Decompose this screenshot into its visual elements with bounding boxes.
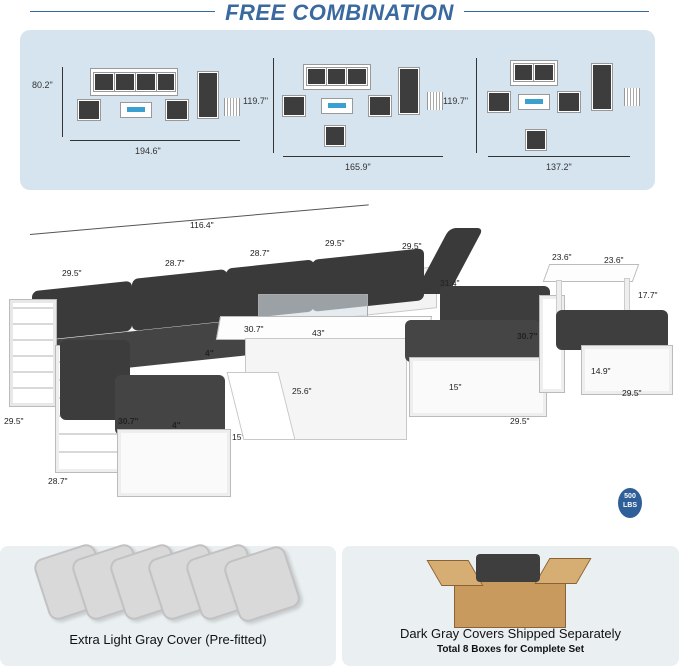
combo-2-chair-right [369, 96, 391, 116]
dim-lounge-height: 31.4" [440, 278, 460, 288]
combo-1: 80.2" 194.6" [32, 50, 270, 180]
dim-back-height: 30.7" [118, 416, 139, 426]
lounge-seat [405, 320, 540, 362]
ottoman-base [582, 346, 672, 394]
combo-2-ottoman [325, 126, 345, 146]
combo-2-height-line [273, 58, 274, 153]
combo-3-lounge [592, 64, 612, 110]
combo-3-table [518, 94, 550, 110]
sofa-back-cushion-2 [132, 269, 227, 331]
combo-3-chair-left [488, 92, 510, 112]
corner-seat-cushion [115, 375, 225, 435]
combo-2-lounge [399, 68, 419, 114]
combo-1-height-line [62, 67, 63, 137]
light-cover-caption: Extra Light Gray Cover (Pre-fitted) [69, 632, 267, 647]
dim-ottoman-height: 14.9" [591, 366, 611, 376]
combo-3-ottoman [526, 130, 546, 150]
combo-2: 119.7" 165.9" [243, 50, 465, 180]
combo-3-width-line [488, 156, 630, 157]
dim-total: 116.4" [190, 220, 214, 230]
lounge-base [410, 358, 546, 416]
combo-3-side [624, 88, 640, 106]
combo-1-side [224, 98, 240, 116]
dim-cushion: 4" [172, 420, 181, 430]
combo-1-height: 80.2" [32, 80, 53, 90]
left-arm-frame [10, 300, 56, 406]
dim-cushion-2: 4" [205, 348, 214, 358]
combo-3: 119.7" 137.2" [443, 50, 652, 180]
title-rule-right [449, 11, 649, 12]
page-title: FREE COMBINATION [0, 0, 679, 26]
combo-1-width-line [70, 140, 240, 141]
combo-2-sofa [303, 64, 371, 90]
dim-chair-width: 29.5" [510, 416, 530, 426]
dim-seg2: 28.7" [165, 258, 185, 268]
dim-table-width: 43" [312, 328, 325, 338]
dim-seg1: 29.5" [62, 268, 82, 278]
combo-3-chair-right [558, 92, 580, 112]
title-text: FREE COMBINATION [215, 0, 464, 25]
title-rule-left [30, 11, 230, 12]
combo-2-width: 165.9" [345, 162, 371, 172]
dark-covers-stack [476, 554, 540, 582]
dim-seg4: 29.5" [325, 238, 345, 248]
dim-side-w1: 23.6" [552, 252, 572, 262]
weight-badge-value: 500 [624, 493, 636, 500]
ottoman-cushion [556, 310, 668, 350]
weight-badge-unit: LBS [623, 502, 637, 509]
dark-cover-caption: Dark Gray Covers Shipped Separately [399, 626, 622, 641]
dim-seg5: 29.5" [402, 241, 422, 251]
combo-3-width: 137.2" [546, 162, 572, 172]
light-cover-panel: Extra Light Gray Cover (Pre-fitted) [0, 541, 336, 666]
combo-3-height-line [476, 58, 477, 153]
dim-ottoman-width: 29.5" [622, 388, 642, 398]
combination-panel: 80.2" 194.6" 119.7" [20, 30, 655, 190]
combo-2-table [321, 98, 353, 114]
dim-table-depth: 30.7" [244, 324, 264, 334]
dim-corner-width: 28.7" [48, 476, 68, 486]
weight-badge: 500 LBS [618, 488, 642, 518]
combo-2-side [427, 92, 443, 110]
combo-2-height: 119.7" [243, 96, 269, 106]
combo-1-chair-left [78, 100, 100, 120]
dark-cover-subcaption: Total 8 Boxes for Complete Set [436, 644, 585, 655]
side-table-leg-2 [624, 278, 630, 314]
combo-1-lounge [198, 72, 218, 118]
box-flap-left [426, 560, 484, 586]
dim-chair-seat: 15" [449, 382, 462, 392]
combo-1-table [120, 102, 152, 118]
combo-1-chair-right [166, 100, 188, 120]
box-flap-right [534, 558, 592, 584]
dim-corner-depth: 29.5" [4, 416, 24, 426]
dim-table-height: 25.6" [292, 386, 312, 396]
combo-2-width-line [283, 156, 443, 157]
corner-base [118, 430, 230, 496]
dim-seat-height: 15" [232, 432, 245, 442]
dim-side-height: 17.7" [638, 290, 658, 300]
dim-side-w2: 23.6" [604, 255, 624, 265]
combo-1-sofa [90, 68, 178, 96]
product-illustration: 116.4" 29.5" 28.7" 28.7" 29.5" 29.5" 30.… [0, 200, 679, 530]
dim-seg3: 28.7" [250, 248, 270, 258]
combo-2-chair-left [283, 96, 305, 116]
combo-3-sofa [510, 60, 558, 86]
dim-chair-back: 30.7" [517, 331, 538, 341]
combo-3-height: 119.7" [443, 96, 469, 106]
dark-cover-panel: Dark Gray Covers Shipped Separately Tota… [342, 546, 679, 666]
combo-1-width: 194.6" [135, 146, 161, 156]
